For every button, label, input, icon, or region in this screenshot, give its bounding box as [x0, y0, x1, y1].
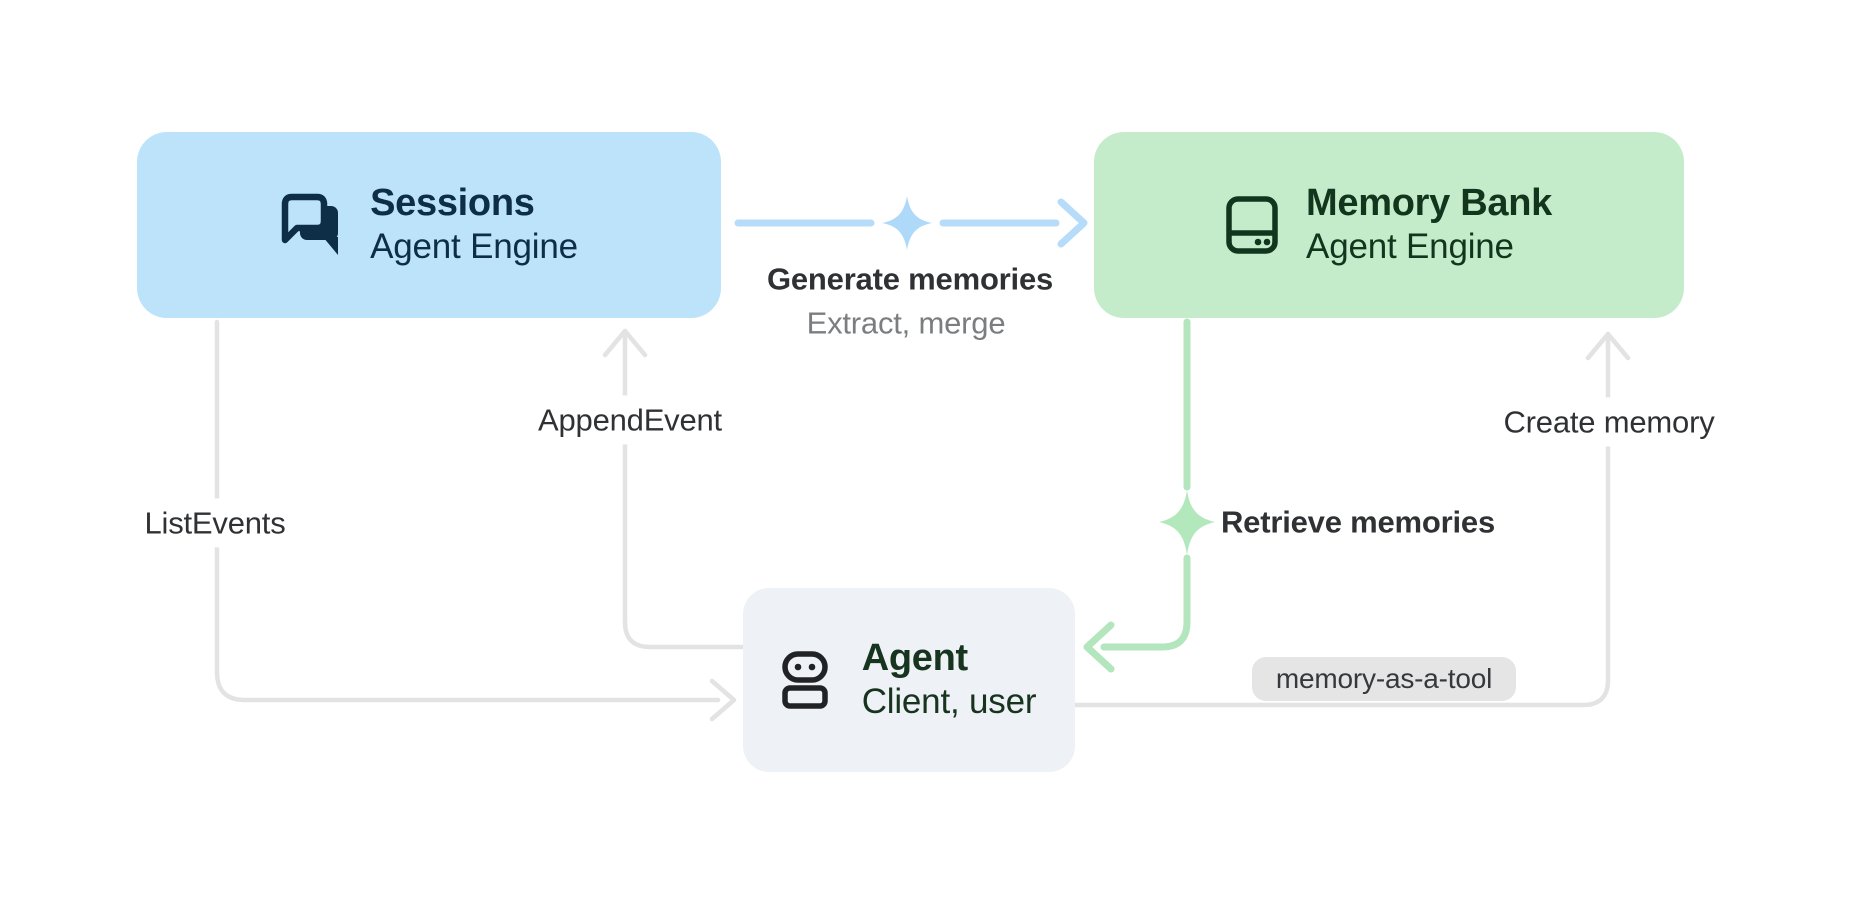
generate-memories-arrowhead	[1057, 198, 1088, 248]
retrieve-memories-label: Retrieve memories	[1220, 504, 1496, 540]
create-memory-arrowhead	[1585, 331, 1631, 361]
memory-bank-icon	[1226, 196, 1278, 254]
retrieve-memories-line-bottom	[1100, 554, 1191, 651]
memory-bank-node: Memory Bank Agent Engine	[1094, 132, 1684, 318]
sessions-subtitle: Agent Engine	[370, 227, 578, 267]
create-memory-arrow-line	[1072, 336, 1611, 708]
list-events-label: ListEvents	[132, 498, 298, 548]
sparkle-icon-blue	[882, 196, 932, 250]
append-event-label: AppendEvent	[526, 395, 734, 445]
memory-as-a-tool-badge: memory-as-a-tool	[1252, 657, 1516, 701]
append-event-arrowhead	[602, 328, 648, 358]
agent-node: Agent Client, user	[743, 588, 1075, 772]
sparkle-icon-green	[1159, 490, 1215, 555]
agent-title: Agent	[861, 637, 968, 680]
memory-bank-title: Memory Bank	[1306, 182, 1552, 225]
list-events-arrowhead	[709, 678, 737, 722]
agent-subtitle: Client, user	[861, 682, 1037, 722]
chat-bubbles-icon	[280, 193, 342, 257]
create-memory-label: Create memory	[1491, 397, 1727, 447]
retrieve-memories-arrowhead	[1083, 621, 1115, 673]
list-events-arrow-line	[214, 319, 721, 703]
generate-memories-label: Generate memories	[766, 261, 1054, 297]
sessions-node: Sessions Agent Engine	[137, 132, 721, 318]
sessions-title: Sessions	[370, 182, 535, 225]
memory-bank-subtitle: Agent Engine	[1306, 227, 1514, 267]
robot-icon	[781, 651, 828, 709]
append-event-arrow-line	[622, 333, 746, 650]
extract-merge-sublabel: Extract, merge	[806, 305, 1006, 341]
